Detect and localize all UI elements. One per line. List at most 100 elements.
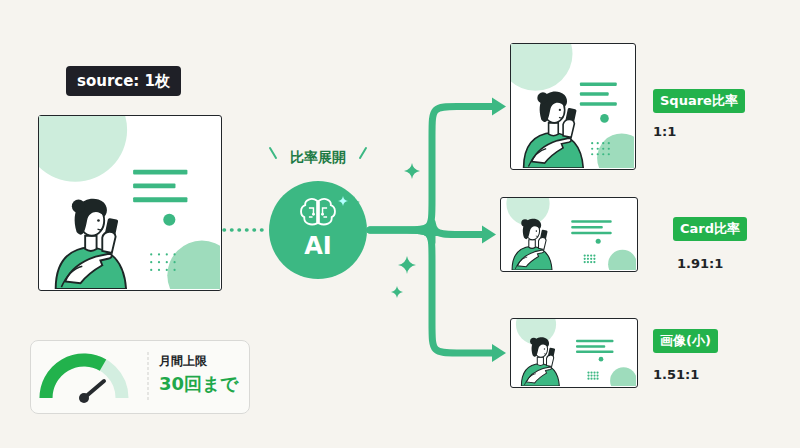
dot-grid	[173, 269, 175, 271]
dot-grid	[587, 378, 589, 380]
sparkle	[404, 163, 420, 179]
text-line	[576, 340, 614, 343]
dot-grid	[166, 253, 168, 255]
monthly-limit-panel: 月間上限 30回まで	[30, 340, 250, 414]
dot-grid	[597, 148, 599, 150]
ratio-badge: Card比率	[673, 217, 747, 241]
blob	[39, 116, 127, 182]
dot-grid	[591, 142, 593, 144]
dot-grid	[590, 261, 592, 263]
ai-label: AI	[304, 232, 332, 261]
gauge-hub	[79, 393, 89, 403]
text-line	[133, 183, 175, 188]
dot-grid	[597, 142, 599, 144]
dot-grid	[590, 378, 592, 380]
dot-grid	[590, 255, 592, 257]
dot	[163, 214, 175, 226]
dot-grid	[584, 255, 586, 257]
dot-grid	[590, 258, 592, 260]
ratio-value: 1:1	[653, 124, 676, 140]
person-figure	[512, 219, 552, 270]
dot-grid	[596, 372, 598, 374]
dot-grid	[593, 261, 595, 263]
dot-grid	[593, 255, 595, 257]
dot-grid	[593, 258, 595, 260]
card-illustration	[501, 198, 636, 270]
dot-grid	[608, 153, 610, 155]
ratio-value: 1.51:1	[653, 367, 699, 383]
branch-arrow	[370, 107, 492, 231]
dotted-connector	[224, 228, 266, 232]
dot	[596, 239, 601, 244]
text-line	[580, 92, 609, 95]
blob	[608, 250, 636, 270]
branch-arrow	[370, 230, 492, 353]
dot-grid	[593, 375, 595, 377]
dot-grid	[608, 148, 610, 150]
ratio-value: 1.91:1	[677, 256, 723, 272]
text-line	[580, 102, 617, 105]
dot-grid	[593, 372, 595, 374]
sparkle	[338, 196, 348, 206]
dot-grid	[166, 269, 168, 271]
card-output-card: Card比率1.91:1	[500, 197, 638, 272]
dot-grid	[150, 261, 152, 263]
blob	[610, 367, 636, 386]
text-line	[571, 232, 612, 235]
square-output-card: Square比率1:1	[510, 43, 636, 170]
text-line	[571, 220, 612, 223]
dot-grid	[591, 148, 593, 150]
dot-grid	[150, 269, 152, 271]
limit-heading: 月間上限	[159, 354, 207, 368]
text-line	[576, 350, 614, 353]
dot-grid	[587, 258, 589, 260]
dot	[600, 114, 609, 123]
person-figure	[524, 92, 584, 168]
gauge-track	[46, 360, 122, 398]
ratio-badge: Square比率	[653, 89, 745, 113]
small-output-card: 画像(小)1.51:1	[510, 318, 638, 388]
circle-shape	[268, 180, 368, 280]
dot-grid	[596, 375, 598, 377]
accent-stroke	[270, 148, 276, 158]
ai-circle: 比率展開AI	[268, 180, 368, 280]
ratio-badge: 画像(小)	[653, 329, 718, 353]
dot-grid	[158, 261, 160, 263]
process-heading: 比率展開	[290, 149, 346, 166]
dot-grid	[158, 253, 160, 255]
dot-grid	[150, 253, 152, 255]
dot-grid	[587, 255, 589, 257]
gauge-panel	[30, 340, 250, 414]
accent-stroke	[360, 148, 366, 158]
text-line	[571, 226, 603, 229]
dot-grid	[584, 261, 586, 263]
dot-grid	[166, 261, 168, 263]
blob	[511, 44, 573, 91]
brain-icon	[301, 199, 335, 224]
dot-grid	[590, 375, 592, 377]
dot-grid	[590, 372, 592, 374]
blob	[167, 241, 220, 289]
dot-grid	[596, 378, 598, 380]
card-illustration	[511, 44, 634, 168]
dot-grid	[608, 142, 610, 144]
person-figure	[56, 199, 126, 289]
circle-fill	[269, 181, 367, 279]
sparkle	[391, 286, 403, 298]
blob	[597, 133, 634, 168]
gauge-divider	[148, 352, 149, 402]
gauge-fill	[46, 360, 103, 398]
person-figure	[521, 337, 559, 386]
sparkle	[398, 256, 416, 274]
source-label: source: 1枚	[66, 66, 181, 96]
dot-grid	[597, 153, 599, 155]
limit-value: 30回まで	[159, 373, 238, 395]
text-line	[133, 170, 187, 175]
text-line	[580, 82, 617, 85]
text-line	[133, 197, 187, 202]
dot-grid	[173, 261, 175, 263]
card-illustration	[511, 319, 636, 386]
dot-grid	[602, 153, 604, 155]
